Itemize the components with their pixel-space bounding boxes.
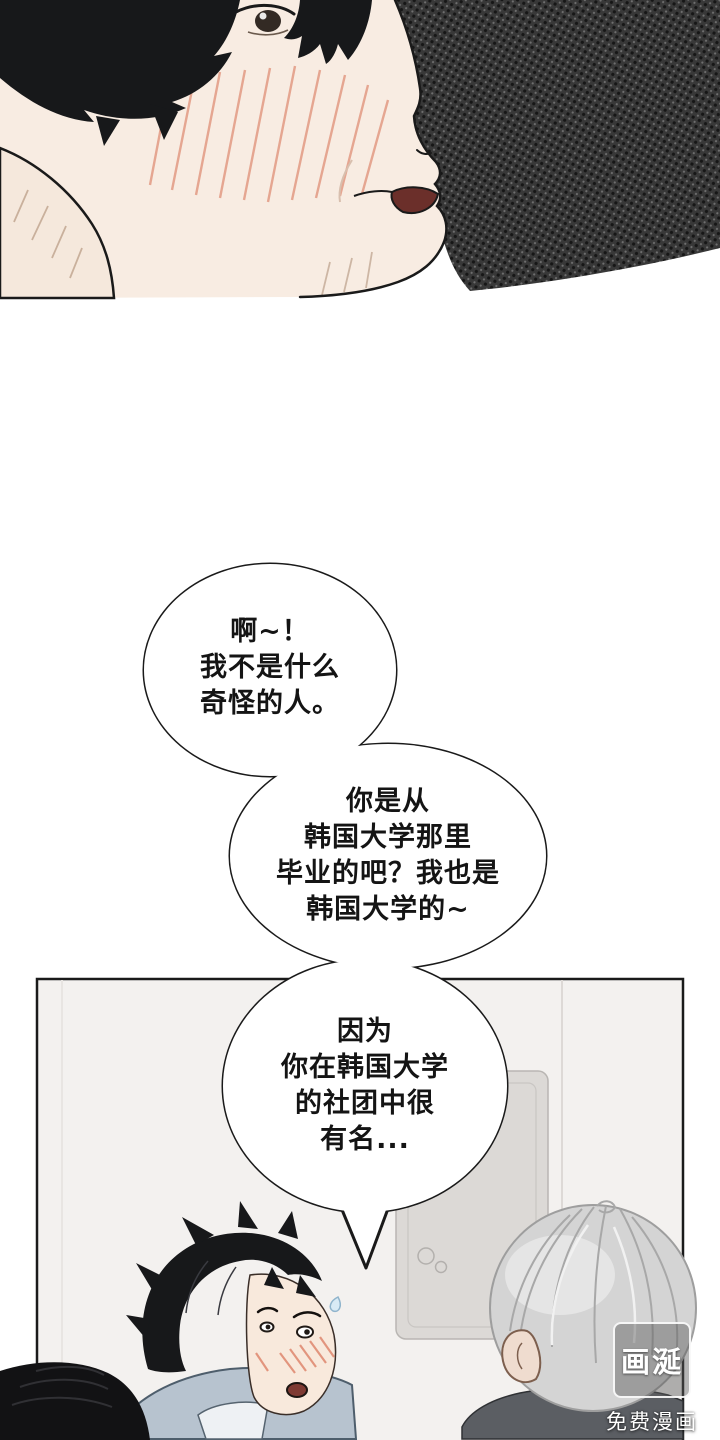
blush-lines (255, 1336, 335, 1374)
halftone-background (395, 0, 720, 291)
panel-top-art (0, 0, 720, 300)
hair-strand-lines (185, 1260, 237, 1316)
shoulder (0, 146, 116, 300)
eye (234, 4, 296, 36)
face-features (256, 1306, 322, 1398)
neck-shading (321, 251, 373, 296)
back-of-head (0, 1362, 150, 1440)
bubble-1-line-2: 我不是什么 (200, 652, 340, 683)
sweat-drop (329, 1296, 341, 1313)
bubble-3-line-3: 的社团中很 (295, 1088, 435, 1119)
black-hair (126, 1201, 322, 1373)
bubble-2-line-1: 你是从 (346, 786, 430, 817)
bubble-3-line-4: 有名... (320, 1124, 410, 1155)
bubble-2-line-2: 韩国大学那里 (304, 822, 472, 853)
blush-hatching (148, 65, 390, 203)
watermark: 画涎 免费漫画 (596, 1322, 708, 1436)
speech-bubble-1-text: 啊~！ 我不是什么 奇怪的人。 (145, 614, 395, 722)
bubble-3-line-1: 因为 (337, 1016, 393, 1047)
speech-bubble-tail (336, 1197, 394, 1270)
speech-bubble-2-text: 你是从 韩国大学那里 毕业的吧？我也是 韩国大学的~ (228, 784, 548, 928)
dark-haired-character (116, 1201, 358, 1440)
white-collar (197, 1401, 269, 1440)
panel-top (0, 0, 720, 300)
speech-bubble-3-text: 因为 你在韩国大学 的社团中很 有名... (215, 1014, 515, 1158)
watermark-logo: 画涎 (613, 1322, 691, 1398)
ear (501, 1329, 542, 1384)
cheek-line (338, 159, 353, 203)
bubble-2-line-4: 韩国大学的~ (306, 894, 470, 925)
profile-outline (298, 0, 448, 299)
hair (0, 0, 372, 146)
mouth (353, 186, 440, 214)
speech-bubbles (142, 562, 548, 1270)
gray-haired-character (461, 1200, 697, 1440)
gray-hair-highlight-strands (550, 1224, 637, 1346)
watermark-caption: 免费漫画 (606, 1410, 698, 1434)
bubble-1-line-3: 奇怪的人。 (200, 688, 340, 719)
bubble-1-line-1: 啊~！ (230, 616, 310, 647)
bubble-2-line-3: 毕业的吧？我也是 (276, 858, 500, 889)
mouth (286, 1382, 308, 1398)
bubble-3-line-2: 你在韩国大学 (281, 1052, 449, 1083)
